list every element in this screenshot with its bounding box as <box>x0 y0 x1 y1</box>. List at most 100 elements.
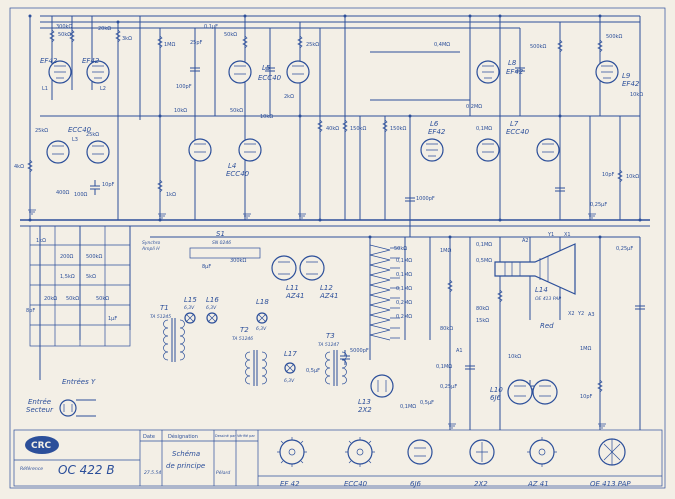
lamp-l17-volt: 6,3V <box>284 378 295 384</box>
tube-l5-type: ECC40 <box>258 74 282 82</box>
tube-l6-type: EF42 <box>428 128 446 136</box>
svg-text:15kΩ: 15kΩ <box>476 318 489 324</box>
svg-text:10kΩ: 10kΩ <box>630 92 643 98</box>
svg-text:80kΩ: 80kΩ <box>476 306 489 312</box>
svg-text:0,1MΩ: 0,1MΩ <box>396 286 412 292</box>
pinout-ef42-label: EF 42 <box>280 480 300 488</box>
svg-text:80kΩ: 80kΩ <box>440 326 453 332</box>
lamp-l18 <box>256 312 268 324</box>
svg-text:300kΩ: 300kΩ <box>56 24 72 30</box>
tube-l1 <box>48 60 72 84</box>
switch-s1-ref: S1 <box>216 230 225 238</box>
svg-text:0,1MΩ: 0,1MΩ <box>476 126 492 132</box>
svg-text:500kΩ: 500kΩ <box>86 254 102 260</box>
switch-s1 <box>189 247 261 259</box>
tube-l11-ref: L11 <box>286 284 299 292</box>
input-attenuator <box>29 225 131 347</box>
designation-line-1: Schéma <box>172 450 200 458</box>
label-y2: Y2 <box>577 311 584 317</box>
pinout-6j6 <box>407 439 433 465</box>
label-x2: X2 <box>568 311 575 317</box>
svg-text:20kΩ: 20kΩ <box>98 26 111 32</box>
svg-text:400Ω: 400Ω <box>56 190 70 196</box>
svg-text:0,2MΩ: 0,2MΩ <box>466 104 482 110</box>
tube-l1-type: EF42 <box>40 57 58 65</box>
tube-l10-type: 6J6 <box>490 394 502 402</box>
svg-text:25pF: 25pF <box>190 40 203 46</box>
svg-text:5000pF: 5000pF <box>350 348 369 354</box>
tube-l6 <box>420 138 444 162</box>
svg-text:0,5µF: 0,5µF <box>306 368 320 374</box>
svg-text:50kΩ: 50kΩ <box>224 32 237 38</box>
ground-symbols <box>28 209 606 429</box>
lamp-l15-ref: L15 <box>184 296 197 304</box>
pinout-ecc40-label: ECC40 <box>344 480 368 488</box>
attenuator-ladder <box>369 244 400 341</box>
svg-text:50kΩ: 50kΩ <box>58 32 71 38</box>
dessine-header: Dessiné par <box>215 434 236 438</box>
label-y1: Y1 <box>547 232 554 238</box>
pinout-2x2 <box>469 439 495 465</box>
svg-text:0,1MΩ: 0,1MΩ <box>400 404 416 410</box>
tube-l2-ref: L2 <box>100 86 106 92</box>
svg-text:10kΩ: 10kΩ <box>260 114 273 120</box>
pinout-az41 <box>527 437 557 467</box>
tube-l3-ref: L3 <box>72 137 78 143</box>
tube-l2-type: EF42 <box>82 57 100 65</box>
transformer-t2 <box>245 350 267 386</box>
transformer-t3-model: TA 51247 <box>318 342 339 348</box>
svg-text:40kΩ: 40kΩ <box>326 126 339 132</box>
tube-l7 <box>476 138 560 162</box>
synchro-label: Synchro <box>142 240 161 246</box>
pinout-2x2-label: 2X2 <box>474 480 488 488</box>
svg-text:1MΩ: 1MΩ <box>440 248 451 254</box>
svg-text:10kΩ: 10kΩ <box>508 354 521 360</box>
crc-logo <box>25 436 59 454</box>
crt-l14-ref: L14 <box>535 286 548 294</box>
svg-text:500kΩ: 500kΩ <box>606 34 622 40</box>
svg-text:150kΩ: 150kΩ <box>390 126 406 132</box>
svg-text:3kΩ: 3kΩ <box>122 36 132 42</box>
svg-text:200Ω: 200Ω <box>60 254 74 260</box>
svg-text:0,1MΩ: 0,1MΩ <box>396 258 412 264</box>
svg-text:10pF: 10pF <box>602 172 615 178</box>
tube-l12-type: AZ41 <box>319 292 339 300</box>
tube-l7-type: ECC40 <box>506 128 530 136</box>
svg-text:100pF: 100pF <box>176 84 192 90</box>
tube-l9 <box>595 60 619 84</box>
transformer-t1-ref: T1 <box>160 304 169 312</box>
tube-l4 <box>188 138 262 162</box>
tube-l12 <box>299 255 325 281</box>
designation-header: Désignation <box>168 433 198 440</box>
switch-s1-model: SN 0246 <box>212 240 231 246</box>
tube-l8-type: EF42 <box>506 68 524 76</box>
crt-l14 <box>494 243 576 295</box>
pinout-oe413pap-label: OE 413 PAP <box>590 480 631 488</box>
label-red: Red <box>540 322 554 330</box>
sheet-border <box>9 7 666 489</box>
lamp-l16-volt: 6,3V <box>206 305 217 311</box>
transformer-t2-model: TA 51246 <box>232 336 253 342</box>
pinout-ef42 <box>277 437 307 467</box>
pinout-az41-label: AZ 41 <box>527 480 549 488</box>
svg-text:1MΩ: 1MΩ <box>580 346 591 352</box>
pinout-ecc40 <box>345 437 375 467</box>
svg-text:0,5MΩ: 0,5MΩ <box>476 258 492 264</box>
svg-text:1MΩ: 1MΩ <box>164 42 175 48</box>
pinout-6j6-label: 6J6 <box>410 480 422 488</box>
svg-text:0,4MΩ: 0,4MΩ <box>434 42 450 48</box>
tube-l4-type: ECC40 <box>226 170 250 178</box>
secteur-label: Secteur <box>26 406 54 414</box>
component-values: 300kΩ 50kΩ 20kΩ 3kΩ 1MΩ 50kΩ 25kΩ 0,4MΩ … <box>14 24 643 410</box>
tube-l11-type: AZ41 <box>285 292 305 300</box>
branch-wires <box>29 16 641 430</box>
svg-text:500kΩ: 500kΩ <box>530 44 546 50</box>
pinout-oe413pap <box>598 438 626 466</box>
svg-text:8µF: 8µF <box>202 264 211 270</box>
lamp-l18-volt: 6,3V <box>256 326 267 332</box>
svg-text:50kΩ: 50kΩ <box>96 296 109 302</box>
svg-text:25kΩ: 25kΩ <box>86 132 99 138</box>
lamp-l18-ref: L18 <box>256 298 269 306</box>
